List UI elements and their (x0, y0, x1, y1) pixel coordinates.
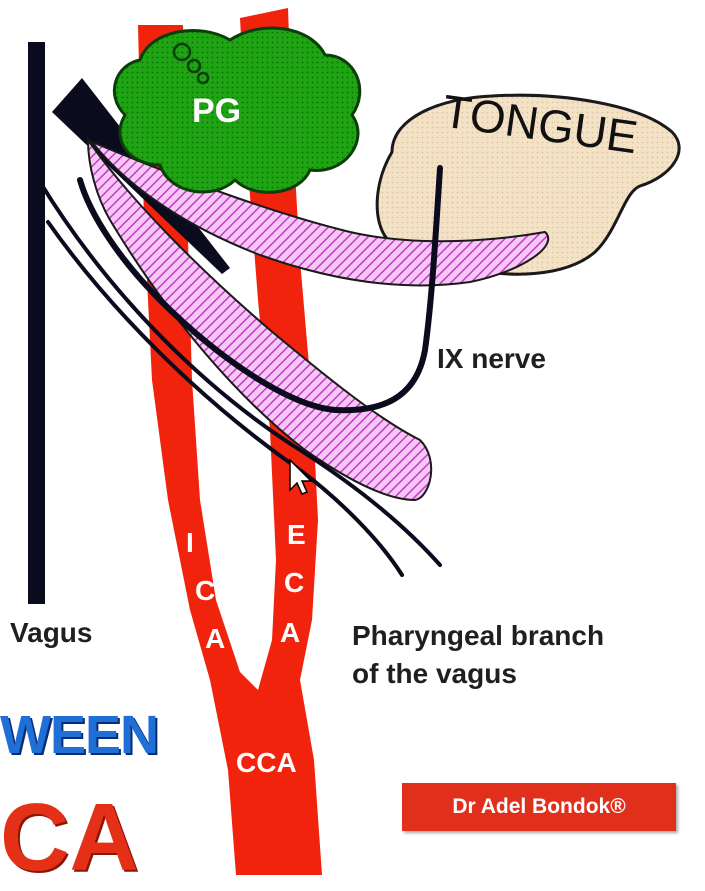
slide-subtitle-fragment: CA (0, 790, 139, 886)
author-credit-badge: Dr Adel Bondok® (402, 783, 676, 831)
eca-letter-a: A (280, 617, 300, 648)
eca-letter-c: C (284, 567, 304, 598)
ica-letter-i: I (186, 527, 194, 558)
vagus-nerve (28, 42, 45, 604)
ica-letter-c: C (195, 575, 215, 606)
ix-nerve-label: IX nerve (437, 343, 546, 374)
pharyngeal-branch-label-line2: of the vagus (352, 658, 517, 689)
cca-label: CCA (236, 747, 297, 778)
ica-letter-a: A (205, 623, 225, 654)
eca-letter-e: E (287, 519, 306, 550)
pg-label: PG (192, 92, 241, 130)
slide-title-fragment: WEEN (0, 708, 158, 762)
vagus-label: Vagus (10, 617, 92, 648)
pharyngeal-branch-label-line1: Pharyngeal branch (352, 620, 604, 651)
